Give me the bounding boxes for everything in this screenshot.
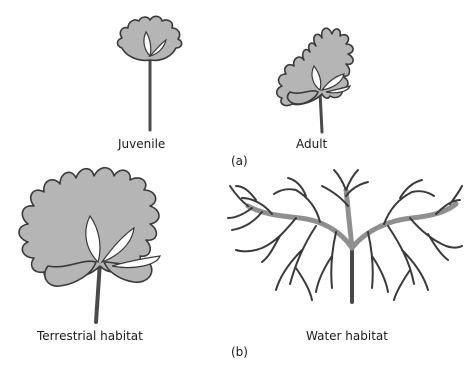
terrestrial-label: Terrestrial habitat [37, 329, 143, 343]
terrestrial-petiole [96, 262, 100, 322]
adult-leaf [277, 28, 353, 132]
water-leaf [228, 170, 462, 302]
juvenile-leaf [118, 16, 182, 130]
water-branches [228, 170, 462, 300]
adult-label: Adult [296, 137, 327, 151]
adult-petiole [320, 92, 322, 132]
terrestrial-leaf [19, 168, 160, 322]
adult-lower-lobe-left [288, 91, 318, 104]
water-label: Water habitat [306, 329, 388, 343]
part-b-label: (b) [231, 345, 248, 359]
juvenile-label: Juvenile [118, 137, 165, 151]
part-a-label: (a) [231, 154, 248, 168]
